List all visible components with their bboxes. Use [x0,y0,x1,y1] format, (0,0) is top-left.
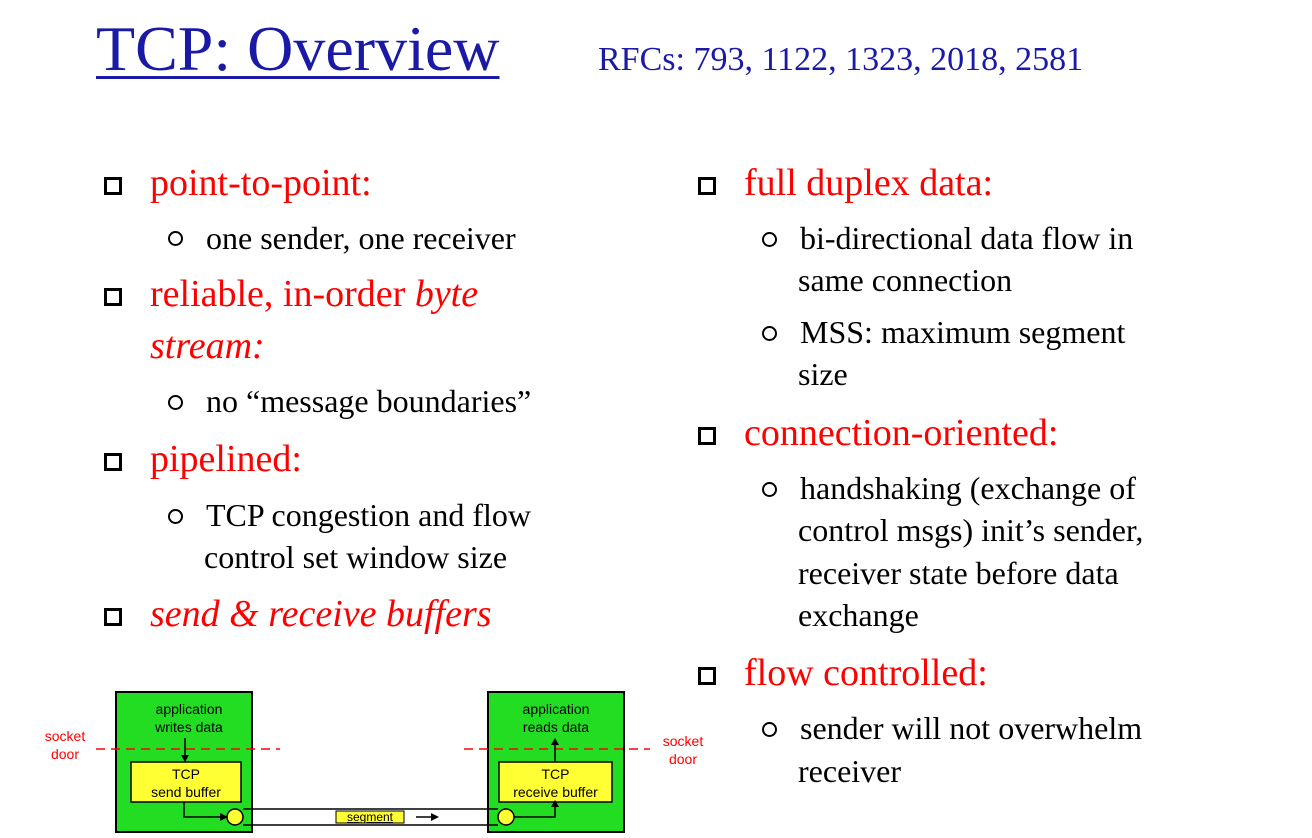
sub-bidirectional-2: same connection [798,262,1013,298]
read-arrowhead [551,738,559,745]
sub-congestion-1: TCP congestion and flow [206,497,531,533]
square-bullet-icon [104,453,122,471]
circle-bullet-icon [168,395,183,410]
bullet-reliable-cont: stream: [150,325,265,367]
square-bullet-icon [104,288,122,306]
square-bullet-icon [698,177,716,195]
bullet-full-duplex: full duplex data: [744,162,994,204]
segment-box [335,810,405,824]
sub-one-sender: one sender, one receiver [206,220,516,256]
bullet-connection-oriented: connection-oriented: [744,412,1059,454]
sub-flow-1: sender will not overwhelm [800,710,1143,746]
sub-flow-2: receiver [798,753,902,789]
segment-arrowhead [431,813,439,821]
sub-handshaking-4: exchange [798,597,919,633]
sub-congestion-2: control set window size [204,539,508,575]
receive-buffer-in-arrow [514,806,556,818]
circle-bullet-icon [762,482,777,497]
slide-title: TCP: Overview [96,13,500,84]
square-bullet-icon [698,667,716,685]
sub-bidirectional-1: bi-directional data flow in [800,220,1134,256]
circle-bullet-icon [168,509,183,524]
circle-bullet-icon [762,722,777,737]
segment-label: segment [346,810,394,824]
sub-message-boundaries: no “message boundaries” [206,383,532,419]
write-arrowhead [181,755,189,762]
receive-buffer-box [498,761,613,803]
rfcs-list: RFCs: 793, 1122, 1323, 2018, 2581 [598,41,1084,78]
bullet-pipelined: pipelined: [150,438,302,480]
sub-mss-2: size [798,356,848,392]
receive-port-circle [497,808,515,826]
send-buffer-box [130,761,242,803]
circle-bullet-icon [168,231,183,246]
bullet-flow-controlled: flow controlled: [744,652,988,694]
receive-buffer-in-arrowhead [551,800,559,807]
sub-handshaking-1: handshaking (exchange of [800,470,1136,506]
send-port-circle [226,808,244,826]
sub-mss-1: MSS: maximum segment [800,314,1126,350]
sub-handshaking-3: receiver state before data [798,555,1119,591]
bullet-buffers: send & receive buffers [150,593,492,635]
circle-bullet-icon [762,232,777,247]
square-bullet-icon [104,177,122,195]
sub-handshaking-2: control msgs) init’s sender, [798,512,1144,548]
circle-bullet-icon [762,326,777,341]
square-bullet-icon [104,608,122,626]
bullet-point-to-point: point-to-point: [150,162,372,204]
bullet-reliable: reliable, in-order byte [150,273,479,315]
send-buffer-out-arrowhead [220,813,228,821]
send-buffer-out-arrow [183,802,222,818]
square-bullet-icon [698,427,716,445]
